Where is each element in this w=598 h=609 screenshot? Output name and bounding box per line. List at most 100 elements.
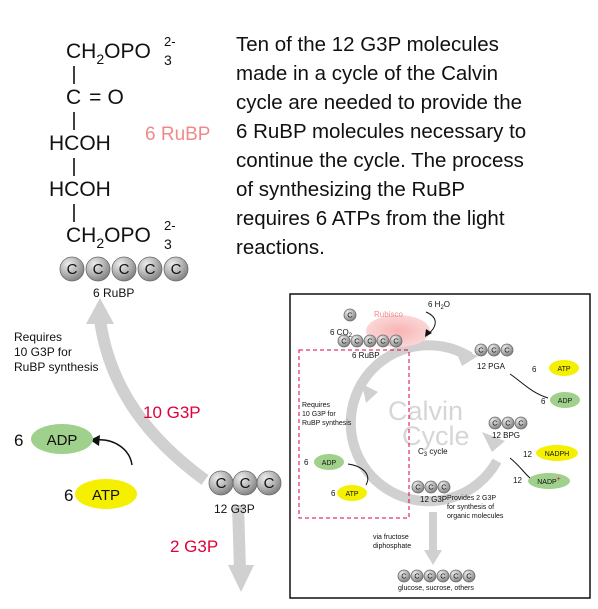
adp-badge (31, 424, 93, 454)
carbon-atom (436, 569, 450, 583)
carbon-atom (462, 569, 476, 583)
inset-bpg-label: 12 BPG (492, 431, 520, 440)
carbon-letter: C (401, 572, 407, 581)
adp-curve-arrow (94, 439, 133, 466)
carbon-letter: C (491, 346, 497, 355)
g3p-2-label: 2 G3P (170, 537, 218, 556)
description-line-2: made in a cycle of the Calvin (236, 62, 499, 85)
arrow-to-rubp (94, 319, 209, 485)
adp-count: 6 (14, 431, 23, 450)
description-line-7: requires 6 ATPs from the light (236, 207, 505, 230)
main-cycle-arrows (86, 298, 254, 592)
arrow-to-rubp-head (86, 298, 114, 324)
inset-nadph-badge (536, 445, 578, 461)
rubp-structural-formula: CH2OPO 2- 3 C=O HCOH HCOH CH2OPO 2- 3 (49, 34, 176, 252)
inset-co2-carbon: C (343, 308, 357, 322)
inset-cycle-arc (345, 340, 502, 507)
inset-down-arrow-head (424, 550, 442, 565)
inset-nadph-arrow (509, 457, 531, 479)
inset-nadp-count: 12 (513, 476, 522, 485)
inset-left-atp-badge (337, 485, 367, 501)
inset-atp-count: 6 (532, 365, 537, 374)
description-line-4: 6 RuBP molecules necessary to (236, 120, 527, 143)
inset-via-line-2: diphosphate (373, 543, 411, 550)
inset-provides-line-1: Provides 2 G3P (447, 495, 496, 502)
inset-requires-line-2: 10 G3P for (302, 411, 336, 418)
carbon-letter: C (492, 419, 498, 428)
carbon-atom (488, 416, 502, 430)
inset-left-atp-label: ATP (345, 491, 358, 498)
carbon-atom (350, 334, 364, 348)
formula-row-5-charge: 2- (164, 218, 176, 233)
inset-arc-head-1 (454, 347, 478, 366)
inset-arc-head-2 (482, 432, 505, 452)
inset-requires-line-3: RuBP synthesis (302, 420, 352, 427)
formula-row-1: CH2OPO (66, 40, 151, 67)
carbon-atom (474, 343, 488, 357)
inset-cycle-word: Cycle (402, 421, 470, 451)
arrow-down-2g3p-head (228, 565, 254, 592)
carbon-atom (449, 569, 463, 583)
carbon-letter: C (67, 261, 78, 278)
inset-left-adp-badge (314, 454, 344, 470)
rubp-label: 6 RuBP (93, 286, 134, 300)
atp-label: ATP (92, 487, 120, 504)
description-paragraph: Ten of the 12 G3P molecules made in a cy… (236, 30, 581, 262)
g3p-10-label: 10 G3P (143, 403, 201, 422)
carbon-letter: C (414, 572, 420, 581)
inset-c3-label: C3 cycle (418, 447, 448, 458)
inset-dashed-box (298, 349, 410, 519)
carbon-letter: C (428, 483, 434, 492)
inset-atp-arrow (509, 373, 549, 399)
carbon-atom (343, 308, 357, 322)
carbon-atom (500, 343, 514, 357)
formula-row-5: CH2OPO (66, 224, 151, 251)
carbon-atom (337, 334, 351, 348)
carbon-letter: C (216, 475, 227, 492)
inset-co2-label: 6 CO2 (330, 328, 353, 339)
inset-adp-label: ADP (558, 398, 573, 405)
inset-left-atp-count: 6 (331, 489, 336, 498)
description-line-1: Ten of the 12 G3P molecules (236, 33, 499, 56)
carbon-atom (85, 256, 111, 282)
carbon-letter: C (440, 572, 446, 581)
carbon-letter: C (427, 572, 433, 581)
calvin-cycle-inset: Rubisco Calvin Cycle C3 cycle C 6 CO2 6 … (289, 293, 591, 599)
inset-g3p-label: 12 G3P (420, 495, 447, 504)
inset-nadph-count: 12 (523, 450, 532, 459)
carbon-letter: C (240, 475, 251, 492)
formula-row-1-subscript: 3 (164, 52, 172, 68)
g3p-12-label: 12 G3P (214, 502, 255, 516)
rubp-side-label: 6 RuBP (145, 124, 210, 145)
inset-calvin-word: Calvin (388, 396, 463, 426)
carbon-atom (389, 334, 403, 348)
carbon-atom (487, 343, 501, 357)
carbon-letter: C (93, 261, 104, 278)
inset-rubp-label: 6 RuBP (352, 351, 380, 360)
inset-nadp-label: NADP+ (537, 476, 561, 486)
inset-provides-line-2: for synthesis of (447, 504, 494, 511)
carbon-atom (397, 569, 411, 583)
carbon-letter: C (478, 346, 484, 355)
carbon-letter: C (453, 572, 459, 581)
inset-h2o-label: 6 H2O (428, 300, 450, 311)
carbon-letter: C (341, 337, 347, 346)
carbon-atom (424, 480, 438, 494)
formula-row-5-subscript: 3 (164, 236, 172, 252)
carbon-letter: C (119, 261, 130, 278)
carbon-atom (411, 480, 425, 494)
description-line-5: continue the cycle. The process (236, 149, 524, 172)
carbon-letter: C (347, 311, 353, 320)
carbon-letter: C (415, 483, 421, 492)
rubisco-label: Rubisco (374, 310, 403, 319)
carbon-letter: C (518, 419, 524, 428)
inset-nadp-badge (528, 473, 570, 489)
carbon-letter: C (466, 572, 472, 581)
inset-adp-count: 6 (541, 397, 546, 406)
carbon-atom (410, 569, 424, 583)
formula-row-4: HCOH (49, 178, 111, 201)
formula-row-2: C=O (66, 86, 124, 109)
